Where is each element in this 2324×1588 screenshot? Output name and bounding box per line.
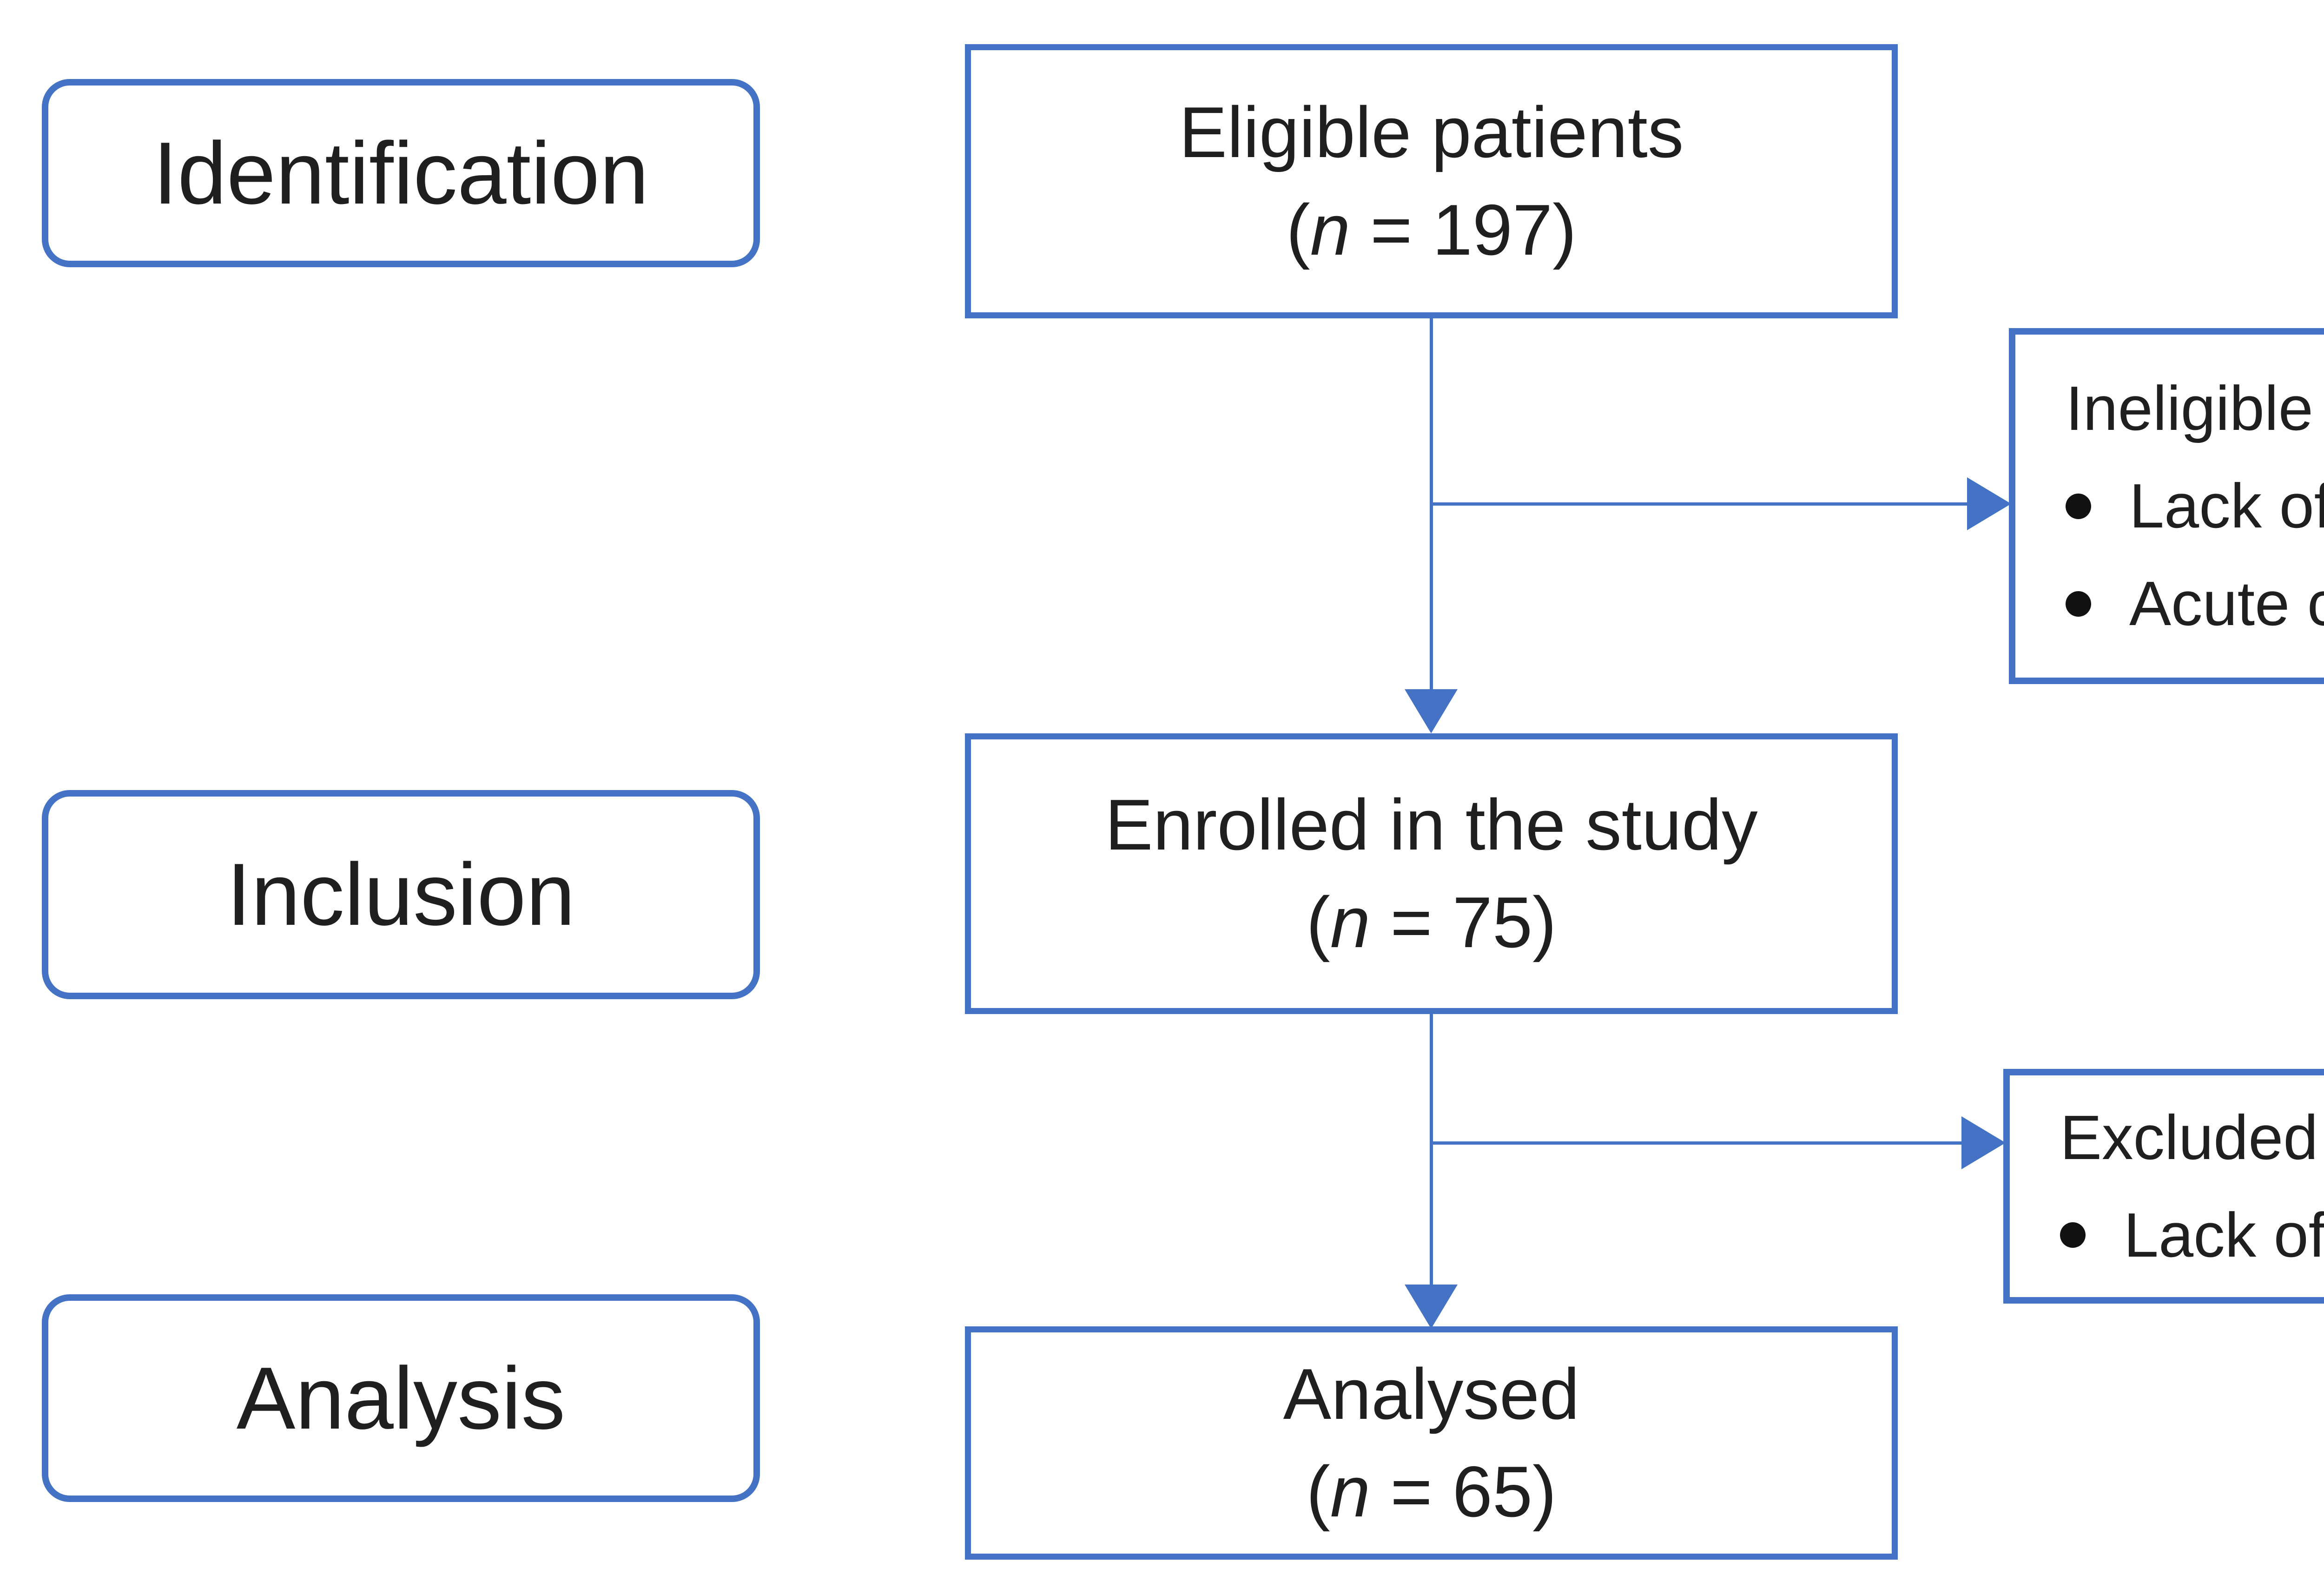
stage-box-inclusion: Inclusion bbox=[42, 790, 760, 999]
flow-count: (n = 197) bbox=[1286, 190, 1577, 270]
flow-count: (n = 65) bbox=[1306, 1451, 1557, 1532]
flow-title: Analysed bbox=[1283, 1354, 1580, 1434]
arrow-line-to-ineligible bbox=[1433, 502, 1967, 506]
side-title: Ineligible for study (n = 122) bbox=[2066, 373, 2324, 443]
list-item: Lack of data from CGM (n = 10) bbox=[2060, 1186, 2324, 1284]
arrow-line-to-excluded bbox=[1433, 1141, 1961, 1145]
flow-box-analysed: Analysed (n = 65) bbox=[965, 1326, 1898, 1560]
bullet-icon bbox=[2066, 591, 2091, 617]
stage-label-identification: Identification bbox=[153, 124, 649, 223]
arrow-line-eligible-to-enrolled bbox=[1430, 318, 1433, 692]
arrowhead-right-icon bbox=[1967, 477, 2011, 530]
stage-label-analysis: Analysis bbox=[236, 1349, 566, 1448]
bullet-text: Lack of data from CGM (n = 10) bbox=[2124, 1199, 2324, 1270]
side-title: Excluded (n = 10) bbox=[2060, 1102, 2324, 1173]
arrowhead-down-icon bbox=[1405, 1285, 1458, 1329]
stage-label-inclusion: Inclusion bbox=[226, 845, 575, 944]
bullet-text: Lack of parental consent (n = 96) bbox=[2129, 471, 2324, 541]
flow-title: Enrolled in the study bbox=[1105, 784, 1758, 865]
side-box-ineligible: Ineligible for study (n = 122) Lack of p… bbox=[2009, 328, 2324, 684]
stage-box-analysis: Analysis bbox=[42, 1294, 760, 1502]
arrowhead-right-icon bbox=[1961, 1116, 2006, 1169]
bullet-icon bbox=[2066, 493, 2091, 519]
bullet-text: Acute condition (n = 26) bbox=[2129, 568, 2324, 639]
flow-count: (n = 75) bbox=[1306, 882, 1557, 962]
list-item: Acute condition (n = 26) bbox=[2066, 555, 2324, 652]
side-box-excluded: Excluded (n = 10) Lack of data from CGM … bbox=[2003, 1069, 2324, 1304]
arrow-line-enrolled-to-analysed bbox=[1430, 1014, 1433, 1287]
bullet-icon bbox=[2060, 1222, 2086, 1248]
flow-box-enrolled: Enrolled in the study (n = 75) bbox=[965, 733, 1898, 1014]
flow-box-eligible-patients: Eligible patients (n = 197) bbox=[965, 44, 1898, 318]
flow-title: Eligible patients bbox=[1179, 92, 1684, 172]
arrowhead-down-icon bbox=[1405, 689, 1458, 733]
list-item: Lack of parental consent (n = 96) bbox=[2066, 457, 2324, 555]
stage-box-identification: Identification bbox=[42, 79, 760, 267]
